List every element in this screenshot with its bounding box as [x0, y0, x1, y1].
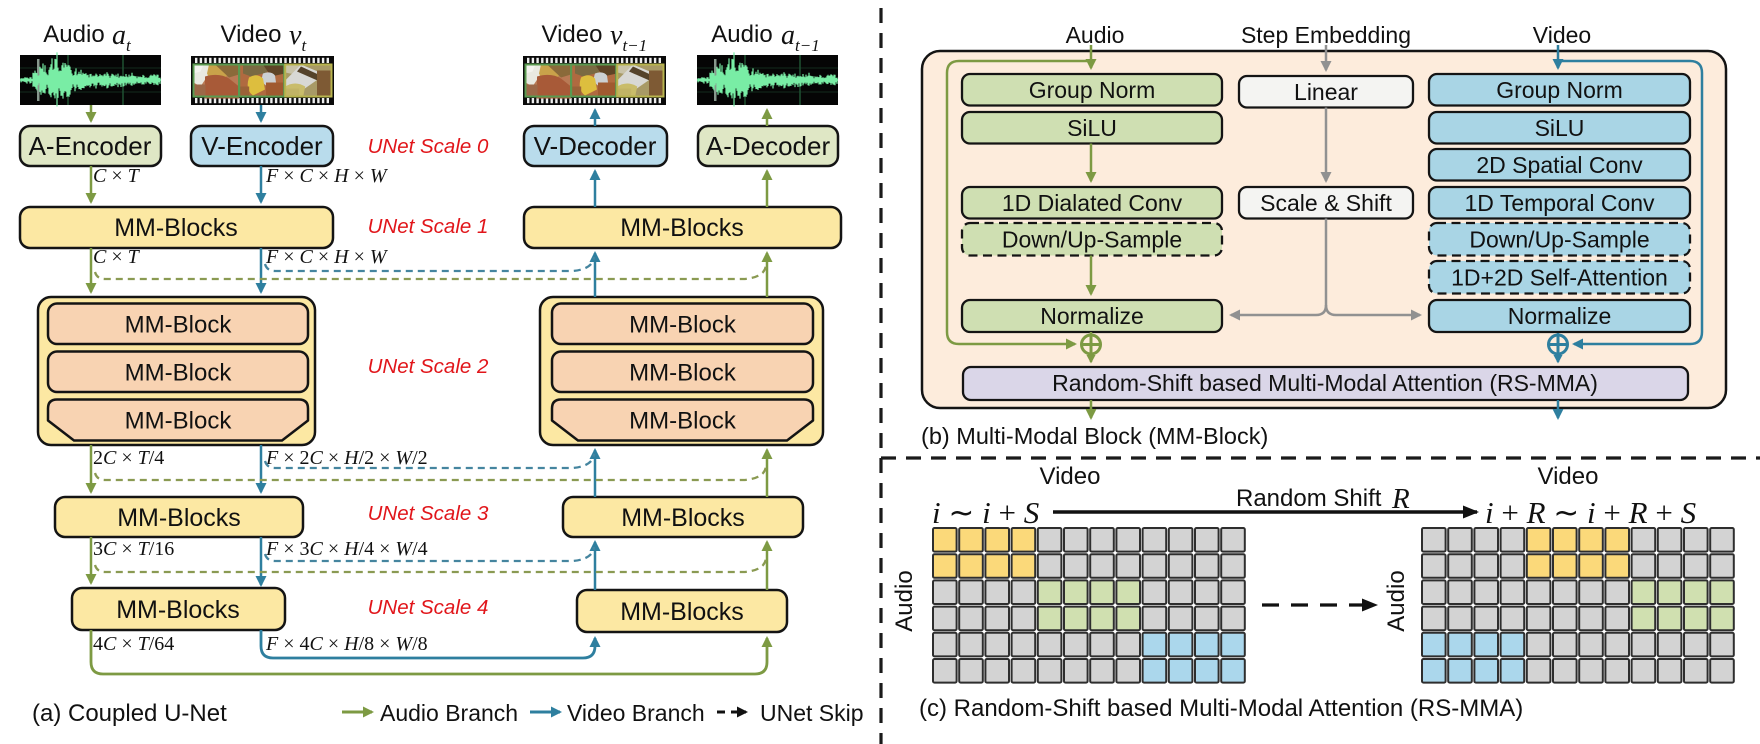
- svg-text:2C × T/4: 2C × T/4: [93, 447, 164, 469]
- svg-text:SiLU: SiLU: [1067, 115, 1117, 141]
- svg-text:F × 4C × H/8 × W/8: F × 4C × H/8 × W/8: [265, 633, 428, 655]
- svg-text:at−1: at−1: [781, 20, 820, 55]
- svg-text:Video: Video: [1533, 22, 1591, 48]
- svg-text:UNet Skip: UNet Skip: [760, 700, 864, 726]
- svg-text:F × C × H × W: F × C × H × W: [265, 165, 389, 187]
- svg-text:MM-Block: MM-Block: [125, 408, 233, 435]
- svg-text:V-Encoder: V-Encoder: [201, 131, 323, 161]
- svg-text:Video: Video: [221, 21, 282, 48]
- svg-text:Random-Shift based Multi-Modal: Random-Shift based Multi-Modal Attention…: [1052, 370, 1598, 396]
- svg-text:(a) Coupled U-Net: (a) Coupled U-Net: [32, 700, 227, 727]
- svg-text:Normalize: Normalize: [1508, 303, 1612, 329]
- svg-text:MM-Blocks: MM-Blocks: [117, 504, 241, 532]
- svg-text:Normalize: Normalize: [1040, 303, 1144, 329]
- svg-text:F × 3C × H/4 × W/4: F × 3C × H/4 × W/4: [265, 538, 428, 560]
- svg-text:Down/Up-Sample: Down/Up-Sample: [1002, 226, 1182, 252]
- svg-text:3C × T/16: 3C × T/16: [93, 538, 174, 560]
- svg-text:Linear: Linear: [1294, 79, 1358, 105]
- svg-text:MM-Blocks: MM-Blocks: [620, 598, 744, 626]
- svg-text:MM-Block: MM-Block: [629, 311, 737, 338]
- svg-text:at: at: [112, 20, 132, 55]
- svg-text:Video Branch: Video Branch: [567, 700, 705, 726]
- svg-text:Scale & Shift: Scale & Shift: [1260, 190, 1392, 216]
- svg-text:MM-Blocks: MM-Blocks: [114, 214, 238, 242]
- svg-text:i + R ∼ i + R + S: i + R ∼ i + R + S: [1485, 495, 1696, 530]
- svg-text:(c) Random-Shift based Multi-M: (c) Random-Shift based Multi-Modal Atten…: [919, 695, 1523, 722]
- svg-text:2D Spatial Conv: 2D Spatial Conv: [1476, 152, 1643, 178]
- svg-text:UNet Scale 0: UNet Scale 0: [368, 135, 489, 158]
- svg-text:V-Decoder: V-Decoder: [534, 131, 657, 161]
- svg-text:Group Norm: Group Norm: [1496, 77, 1623, 103]
- svg-text:Audio Branch: Audio Branch: [380, 700, 518, 726]
- svg-text:4C × T/64: 4C × T/64: [93, 633, 174, 655]
- svg-text:MM-Blocks: MM-Blocks: [116, 596, 240, 624]
- svg-text:1D Temporal Conv: 1D Temporal Conv: [1464, 190, 1655, 216]
- svg-text:MM-Block: MM-Block: [125, 311, 233, 338]
- svg-text:F × 2C × H/2 × W/2: F × 2C × H/2 × W/2: [265, 447, 428, 469]
- svg-text:Down/Up-Sample: Down/Up-Sample: [1469, 226, 1649, 252]
- svg-text:UNet Scale 2: UNet Scale 2: [368, 355, 489, 378]
- svg-text:Random Shift: Random Shift: [1236, 485, 1382, 512]
- svg-text:C × T: C × T: [93, 165, 141, 187]
- svg-text:C × T: C × T: [93, 246, 141, 268]
- svg-text:i ∼ i + S: i ∼ i + S: [932, 495, 1039, 530]
- svg-text:R: R: [1391, 483, 1410, 515]
- svg-text:Audio: Audio: [1066, 22, 1125, 48]
- svg-text:MM-Block: MM-Block: [629, 359, 737, 386]
- svg-text:Video: Video: [1040, 463, 1101, 490]
- svg-text:UNet Scale 3: UNet Scale 3: [368, 502, 489, 525]
- svg-text:A-Decoder: A-Decoder: [706, 131, 831, 161]
- svg-text:Audio: Audio: [1383, 570, 1410, 631]
- svg-text:Step Embedding: Step Embedding: [1241, 22, 1411, 48]
- svg-text:SiLU: SiLU: [1535, 115, 1585, 141]
- svg-text:(b) Multi-Modal Block (MM-Bloc: (b) Multi-Modal Block (MM-Block): [921, 423, 1268, 449]
- svg-text:MM-Blocks: MM-Blocks: [620, 214, 744, 242]
- svg-text:Group Norm: Group Norm: [1029, 77, 1156, 103]
- svg-text:Video: Video: [542, 21, 603, 48]
- svg-text:vt: vt: [289, 20, 307, 55]
- svg-text:Audio: Audio: [43, 21, 104, 48]
- svg-text:UNet Scale 1: UNet Scale 1: [368, 215, 489, 238]
- svg-text:MM-Block: MM-Block: [629, 408, 737, 435]
- svg-text:1D+2D Self-Attention: 1D+2D Self-Attention: [1451, 264, 1668, 290]
- svg-text:UNet Scale 4: UNet Scale 4: [368, 596, 489, 619]
- svg-text:Audio: Audio: [711, 21, 772, 48]
- svg-text:Video: Video: [1538, 463, 1599, 490]
- svg-text:MM-Blocks: MM-Blocks: [621, 504, 745, 532]
- svg-text:vt−1: vt−1: [610, 20, 647, 55]
- svg-text:1D Dialated Conv: 1D Dialated Conv: [1002, 190, 1183, 216]
- svg-text:A-Encoder: A-Encoder: [29, 131, 152, 161]
- svg-text:Audio: Audio: [891, 570, 918, 631]
- svg-text:F × C × H × W: F × C × H × W: [265, 246, 389, 268]
- svg-text:MM-Block: MM-Block: [125, 359, 233, 386]
